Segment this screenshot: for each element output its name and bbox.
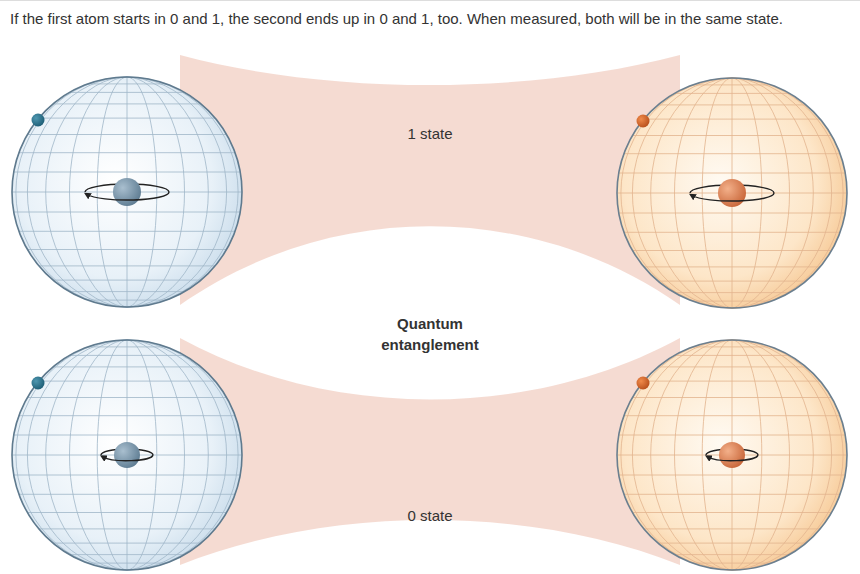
state-label: 1 state (407, 123, 452, 144)
atom-nucleus (718, 179, 746, 207)
atom-nucleus (114, 442, 140, 468)
atom-nucleus (113, 178, 141, 206)
entanglement-band (180, 338, 680, 565)
atom-sphere (12, 77, 242, 307)
state-dot (32, 114, 45, 127)
state-label: Quantum entanglement (355, 313, 505, 355)
atom-sphere (617, 340, 847, 570)
state-label: 0 state (407, 505, 452, 526)
top-rule (0, 0, 860, 1)
state-dot (637, 115, 650, 128)
atom-sphere (12, 340, 242, 570)
entanglement-band (180, 55, 680, 305)
heading-text: If the first atom starts in 0 and 1, the… (10, 8, 850, 30)
state-dot (637, 377, 650, 390)
state-dot (32, 377, 45, 390)
atom-nucleus (719, 442, 745, 468)
atom-sphere (617, 78, 847, 308)
